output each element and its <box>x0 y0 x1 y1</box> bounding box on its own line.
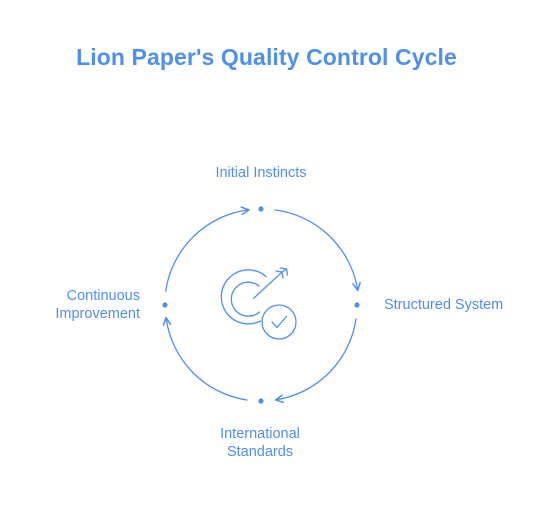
node-label-continuous-improvement: Continuous Improvement <box>20 287 140 323</box>
node-label-line: Standards <box>226 444 294 460</box>
cycle-arrow-top-right <box>274 209 361 292</box>
node-dot-bottom <box>258 398 264 404</box>
node-label-international-standards: International Standards <box>160 425 360 461</box>
cycle-arrow-right-bottom <box>274 318 357 404</box>
node-dot-left <box>162 302 168 308</box>
node-dot-top <box>258 206 264 212</box>
node-label-initial-instincts: Initial Instincts <box>215 165 307 181</box>
cycle-arrow-bottom-left <box>162 316 248 401</box>
node-label-structured-system: Structured System <box>384 297 504 313</box>
node-label-line: Continuous <box>66 288 140 304</box>
cycle-arrow-left-top <box>164 206 250 292</box>
diagram-title: Lion Paper's Quality Control Cycle <box>76 44 457 70</box>
node-label-line: Improvement <box>55 306 140 322</box>
node-label-line: International <box>220 426 300 442</box>
target-check-icon <box>220 267 297 340</box>
node-dot-right <box>354 302 360 308</box>
